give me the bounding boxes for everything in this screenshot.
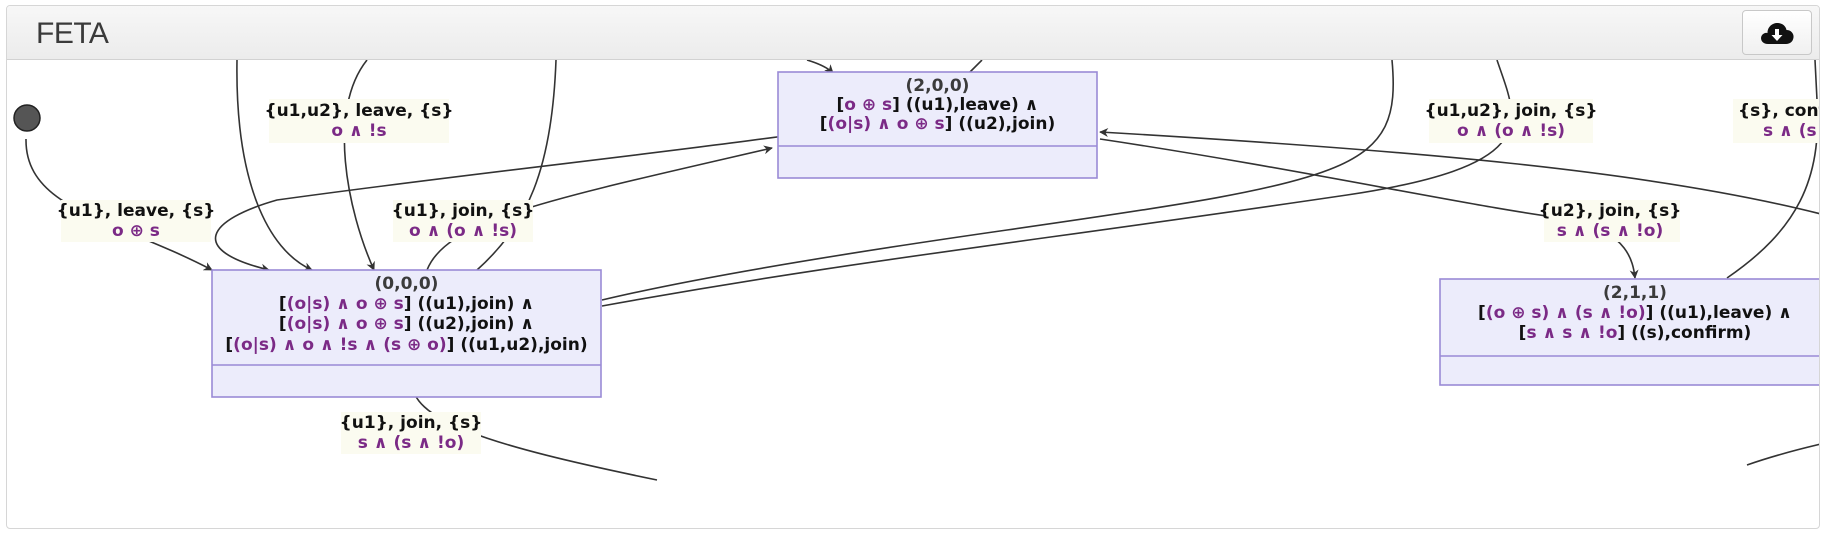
app-title: FETA (36, 17, 109, 50)
edge-7 (968, 60, 983, 74)
svg-text:{u1}, leave, {s}: {u1}, leave, {s} (57, 201, 216, 221)
download-button[interactable] (1742, 10, 1812, 55)
edge-2 (343, 60, 375, 271)
svg-text:{u1}, join, {s}: {u1}, join, {s} (340, 413, 483, 433)
edge-label: {u1,u2}, join, {s} o ∧ (o ∧ !s) (1424, 99, 1598, 143)
state-constraint-line: [(o|s) ∧ o ⊕ s] ((u2),join) ∧ (279, 314, 534, 334)
diagram-canvas: {u1,u2}, leave, {s} o ∧ !s {u1}, leave, … (7, 60, 1819, 528)
state-constraint-line: [o ⊕ s] ((u1),leave) ∧ (837, 95, 1039, 115)
initial-state-marker (13, 104, 41, 132)
edge-label: {u2}, join, {s} s ∧ (s ∧ !o) (1539, 200, 1682, 242)
edge-10 (1099, 138, 1639, 279)
state-2-1-1[interactable]: (2,1,1) [(o ⊕ s) ∧ (s ∧ !o)] ((u1),leave… (1439, 278, 1819, 386)
edge-1 (236, 60, 313, 271)
state-machine-diagram: {u1,u2}, leave, {s} o ∧ !s {u1}, leave, … (13, 60, 1819, 481)
state-constraint-line: [(o|s) ∧ o ∧ !s ∧ (s ⊕ o)] ((u1,u2),join… (225, 335, 587, 355)
svg-text:o ∧ (o ∧ !s): o ∧ (o ∧ !s) (1457, 121, 1565, 141)
edge-14 (1746, 443, 1819, 466)
svg-text:{u1,u2}, leave, {s}: {u1,u2}, leave, {s} (264, 101, 453, 121)
edge-label: {u1}, leave, {s} o ⊕ s (57, 200, 216, 242)
state-2-0-0[interactable]: (2,0,0) [o ⊕ s] ((u1),leave) ∧ [(o|s) ∧ … (777, 71, 1098, 179)
state-constraint-line: [(o ⊕ s) ∧ (s ∧ !o)] ((u1),leave) ∧ (1478, 303, 1792, 323)
edge-11 (1099, 127, 1819, 215)
edge-12 (1726, 60, 1819, 279)
svg-text:{u2}, join, {s}: {u2}, join, {s} (1539, 201, 1682, 221)
svg-text:o ∧ !s: o ∧ !s (331, 121, 386, 141)
edge-5 (214, 135, 785, 273)
state-name: (0,0,0) (375, 274, 439, 294)
svg-text:o ⊕ s: o ⊕ s (112, 221, 160, 241)
state-constraint-line: [s ∧ s ∧ !o] ((s),confirm) (1519, 323, 1752, 343)
edge-label: {s}, confi s ∧ (s (1733, 99, 1819, 143)
svg-text:o ∧ (o ∧ !s): o ∧ (o ∧ !s) (409, 221, 517, 241)
edge-6 (806, 60, 834, 74)
edge-label: {u1}, join, {s} o ∧ (o ∧ !s) (392, 200, 535, 242)
state-0-0-0[interactable]: (0,0,0) [(o|s) ∧ o ⊕ s] ((u1),join) ∧ [(… (211, 269, 602, 398)
edge-3 (476, 60, 557, 271)
header-bar: FETA (7, 6, 1819, 60)
cloud-download-icon (1761, 22, 1794, 44)
svg-text:{u1}, join, {s}: {u1}, join, {s} (392, 201, 535, 221)
svg-text:s ∧ (s ∧ !o): s ∧ (s ∧ !o) (1557, 221, 1664, 241)
state-constraint-line: [(o|s) ∧ o ⊕ s] ((u1),join) ∧ (279, 294, 534, 314)
edge-labels: {u1,u2}, leave, {s} o ∧ !s {u1}, leave, … (57, 99, 1819, 454)
state-constraint-line: [(o|s) ∧ o ⊕ s] ((u2),join) (820, 114, 1055, 134)
state-name: (2,1,1) (1603, 283, 1667, 303)
edge-label: {u1}, join, {s} s ∧ (s ∧ !o) (340, 412, 483, 454)
edge-8 (601, 60, 1394, 301)
svg-text:{s}, confi: {s}, confi (1738, 101, 1819, 121)
svg-text:s ∧ (s: s ∧ (s (1763, 121, 1817, 141)
svg-text:s ∧ (s ∧ !o): s ∧ (s ∧ !o) (358, 433, 465, 453)
state-name: (2,0,0) (906, 76, 970, 96)
edge-label: {u1,u2}, leave, {s} o ∧ !s (264, 99, 454, 143)
feta-panel: FETA (6, 5, 1820, 529)
svg-text:{u1,u2}, join, {s}: {u1,u2}, join, {s} (1424, 101, 1597, 121)
